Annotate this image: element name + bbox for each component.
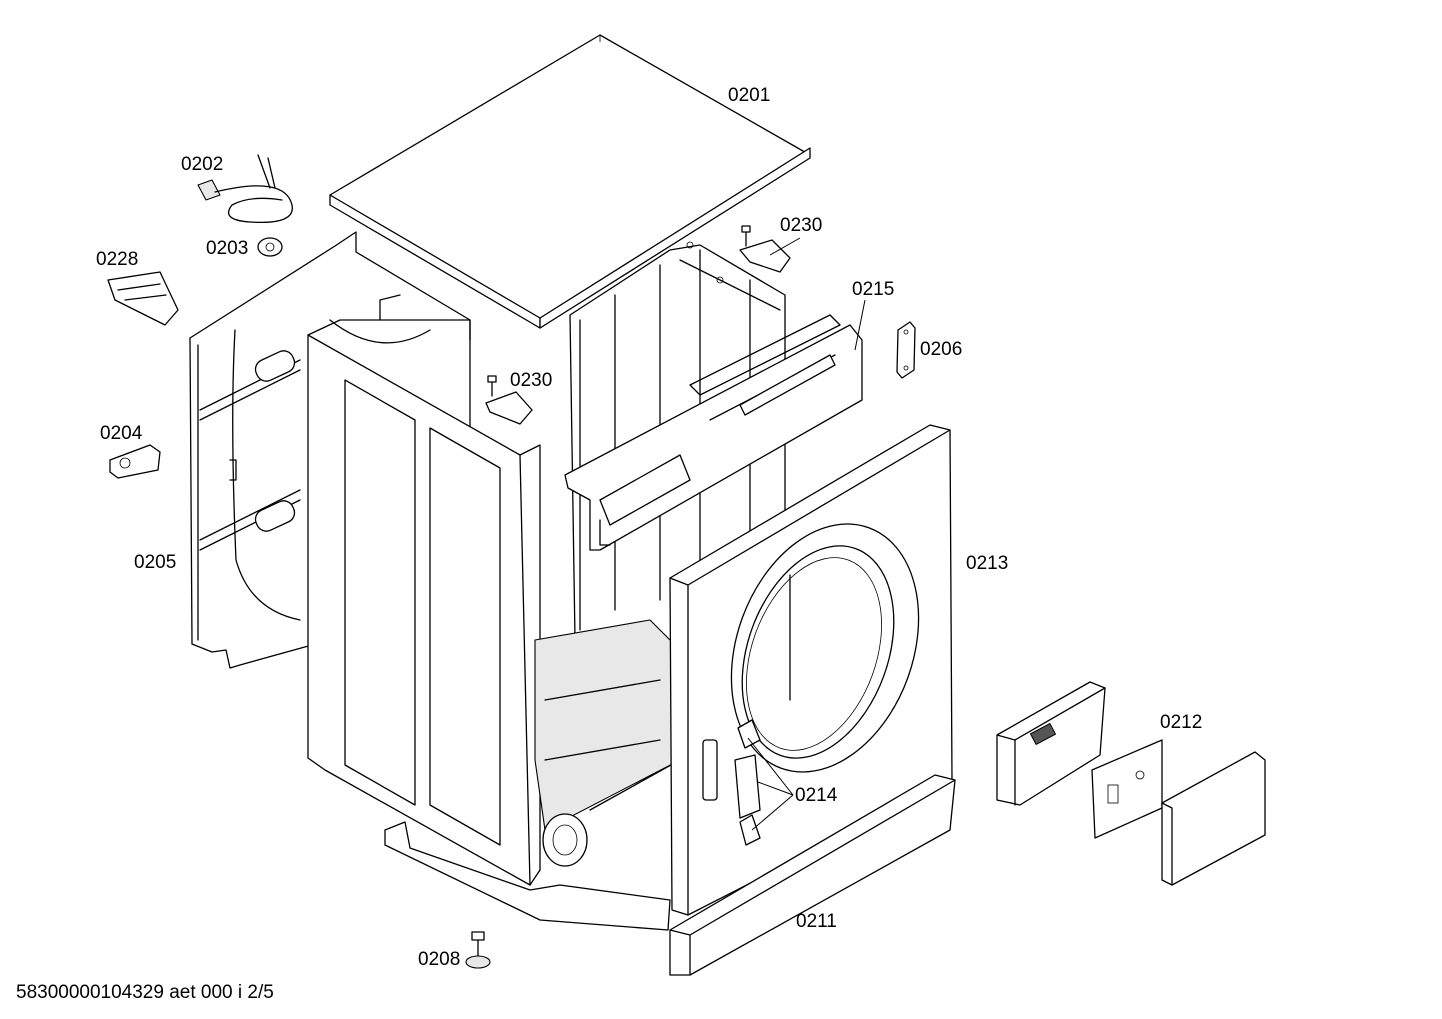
screw-bracket-0230-top [739,225,791,273]
control-panel-0212 [996,681,1266,886]
base-plate [384,821,671,931]
label-0206: 0206 [920,339,962,360]
label-0203: 0203 [206,238,248,259]
leader-lines [769,237,866,351]
label-0201: 0201 [728,85,770,106]
cabinet-base [534,619,691,867]
label-0211: 0211 [796,911,837,932]
label-0214: 0214 [795,785,838,806]
interference-filter-0228 [107,271,179,326]
label-0215: 0215 [852,279,894,300]
label-0230-top: 0230 [780,215,822,236]
label-0228: 0228 [96,249,138,270]
power-cable-0202 [197,154,293,224]
top-cover-0201 [329,34,811,329]
door-hinge-parts-0214 [737,719,794,846]
strain-relief-0203 [257,237,283,257]
front-panel-0213 [669,424,953,916]
document-id-footer: 58300000104329 aet 000 i 2/5 [16,982,274,1003]
cabinet-side-panel [307,294,541,886]
label-0205: 0205 [134,552,176,573]
kick-plate-0211 [669,774,956,976]
screw-bracket-0230-middle [485,375,533,425]
label-0230-middle: 0230 [510,370,552,391]
label-0208: 0208 [418,949,460,970]
bracket-0204 [109,444,161,479]
label-0204: 0204 [100,423,143,444]
label-0213: 0213 [966,553,1008,574]
label-0212: 0212 [1160,712,1202,733]
label-0202: 0202 [181,154,223,175]
foot-0208 [465,931,491,969]
hinge-bracket-0206 [896,321,916,379]
cross-rail-0215 [564,314,863,551]
